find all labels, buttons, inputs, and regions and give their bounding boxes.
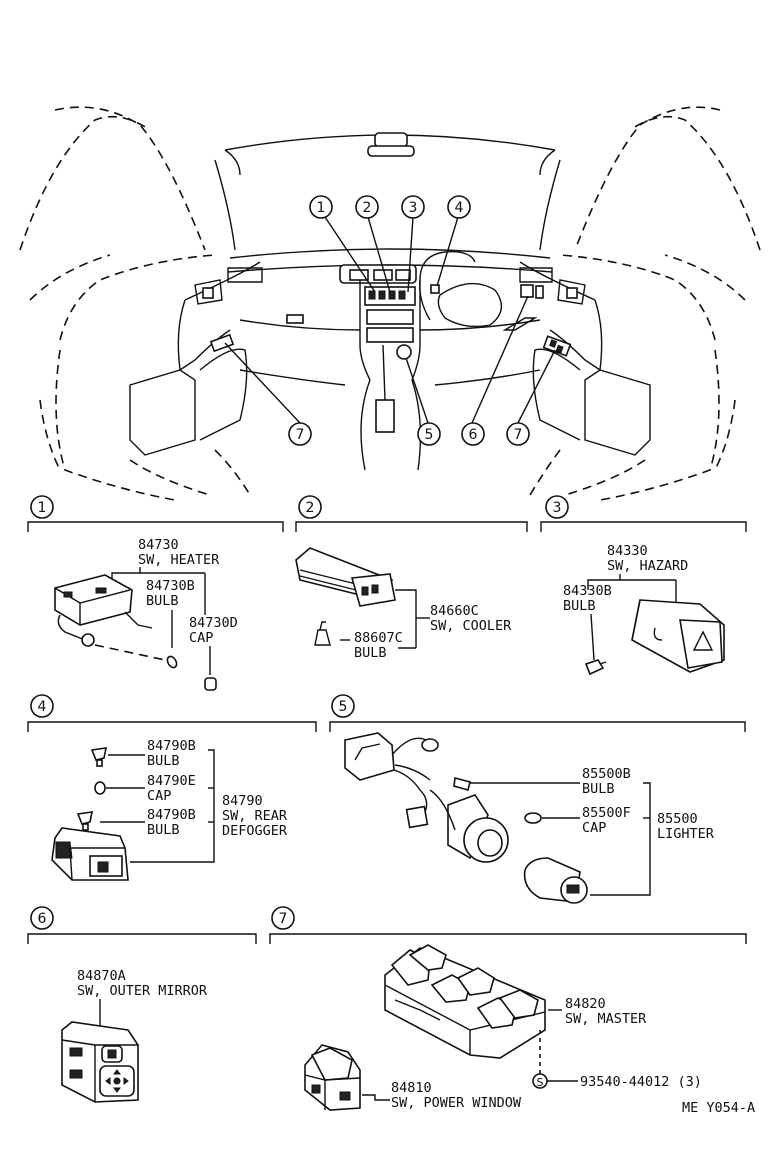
part-84790e-name: CAP	[147, 788, 171, 804]
section-4-marker: 4	[38, 699, 47, 715]
part-84730b-num: 84730B	[146, 578, 195, 594]
part-84810-name: SW, POWER WINDOW	[391, 1095, 522, 1111]
part-84730d-name: CAP	[189, 630, 213, 646]
section-6-marker: 6	[38, 911, 47, 927]
part-84820-num: 84820	[565, 996, 606, 1012]
part-85500-num: 85500	[657, 811, 698, 827]
section-7-marker: 7	[279, 911, 288, 927]
section-1-marker: 1	[38, 500, 47, 516]
part-84790b-name-2: BULB	[147, 822, 180, 838]
part-84790e-num: 84790E	[147, 773, 196, 789]
part-84730-name: SW, HEATER	[138, 552, 220, 568]
part-84870a-num: 84870A	[77, 968, 126, 984]
part-84660c-num: 84660C	[430, 603, 479, 619]
callout-5: 5	[425, 427, 434, 443]
callout-2: 2	[363, 200, 372, 216]
part-84330b-name: BULB	[563, 598, 596, 614]
section-5: 5 85500B BULB 85500F CAP 85500 LIGHTER	[329, 694, 746, 904]
section-1: 1 84730 SW, HEATER 84730B BULB 84730D CA…	[27, 495, 284, 691]
part-85500-name: LIGHTER	[657, 826, 715, 842]
section-7: 7 S 84820 SW, MASTER 84810 SW, POWER WIN…	[269, 906, 747, 1111]
part-84870a-name: SW, OUTER MIRROR	[77, 983, 208, 999]
section-2-marker: 2	[306, 500, 315, 516]
part-84330-num: 84330	[607, 543, 648, 559]
part-84790b-num-2: 84790B	[147, 807, 196, 823]
part-88607c-num: 88607C	[354, 630, 403, 646]
callout-7-right: 7	[514, 427, 523, 443]
section-3-marker: 3	[553, 500, 562, 516]
section-3: 3 84330 SW, HAZARD 84330B BULB	[540, 495, 747, 676]
callout-6: 6	[469, 427, 478, 443]
part-84660c-name: SW, COOLER	[430, 618, 512, 634]
section-4: 4 84790B BULB 84790E CAP 84790B BULB 847…	[27, 694, 317, 881]
part-84730d-num: 84730D	[189, 615, 238, 631]
part-84810-num: 84810	[391, 1080, 432, 1096]
callout-7-left: 7	[296, 427, 305, 443]
part-85500f-num: 85500F	[582, 805, 631, 821]
interior-view	[19, 106, 761, 501]
part-85500b-num: 85500B	[582, 766, 631, 782]
part-85500b-name: BULB	[582, 781, 615, 797]
part-84820-name: SW, MASTER	[565, 1011, 647, 1027]
callout-1: 1	[317, 200, 326, 216]
section-2: 2 84660C SW, COOLER 88607C BULB	[295, 495, 528, 661]
part-85500f-name: CAP	[582, 820, 606, 836]
part-84330-name: SW, HAZARD	[607, 558, 688, 574]
callout-4: 4	[455, 200, 464, 216]
part-84730b-name: BULB	[146, 593, 179, 609]
part-84730-num: 84730	[138, 537, 179, 553]
part-88607c-name: BULB	[354, 645, 387, 661]
part-84790b-num-1: 84790B	[147, 738, 196, 754]
section-6: 6 84870A SW, OUTER MIRROR	[27, 906, 257, 1103]
part-84790-num: 84790	[222, 793, 263, 809]
part-84790-name: SW, REAR	[222, 808, 288, 824]
callout-3: 3	[409, 200, 418, 216]
top-callouts: 1 2 3 4 5 6 7 7	[288, 195, 530, 446]
part-84790b-name-1: BULB	[147, 753, 180, 769]
part-84790-name2: DEFOGGER	[222, 823, 288, 839]
screw-s-marker: S	[537, 1076, 544, 1089]
part-93540-num: 93540-44012 (3)	[580, 1074, 702, 1090]
part-84330b-num: 84330B	[563, 583, 612, 599]
top-leaders	[224, 216, 556, 424]
figure-code: ME Y054-A	[682, 1100, 755, 1116]
section-5-marker: 5	[339, 699, 348, 715]
